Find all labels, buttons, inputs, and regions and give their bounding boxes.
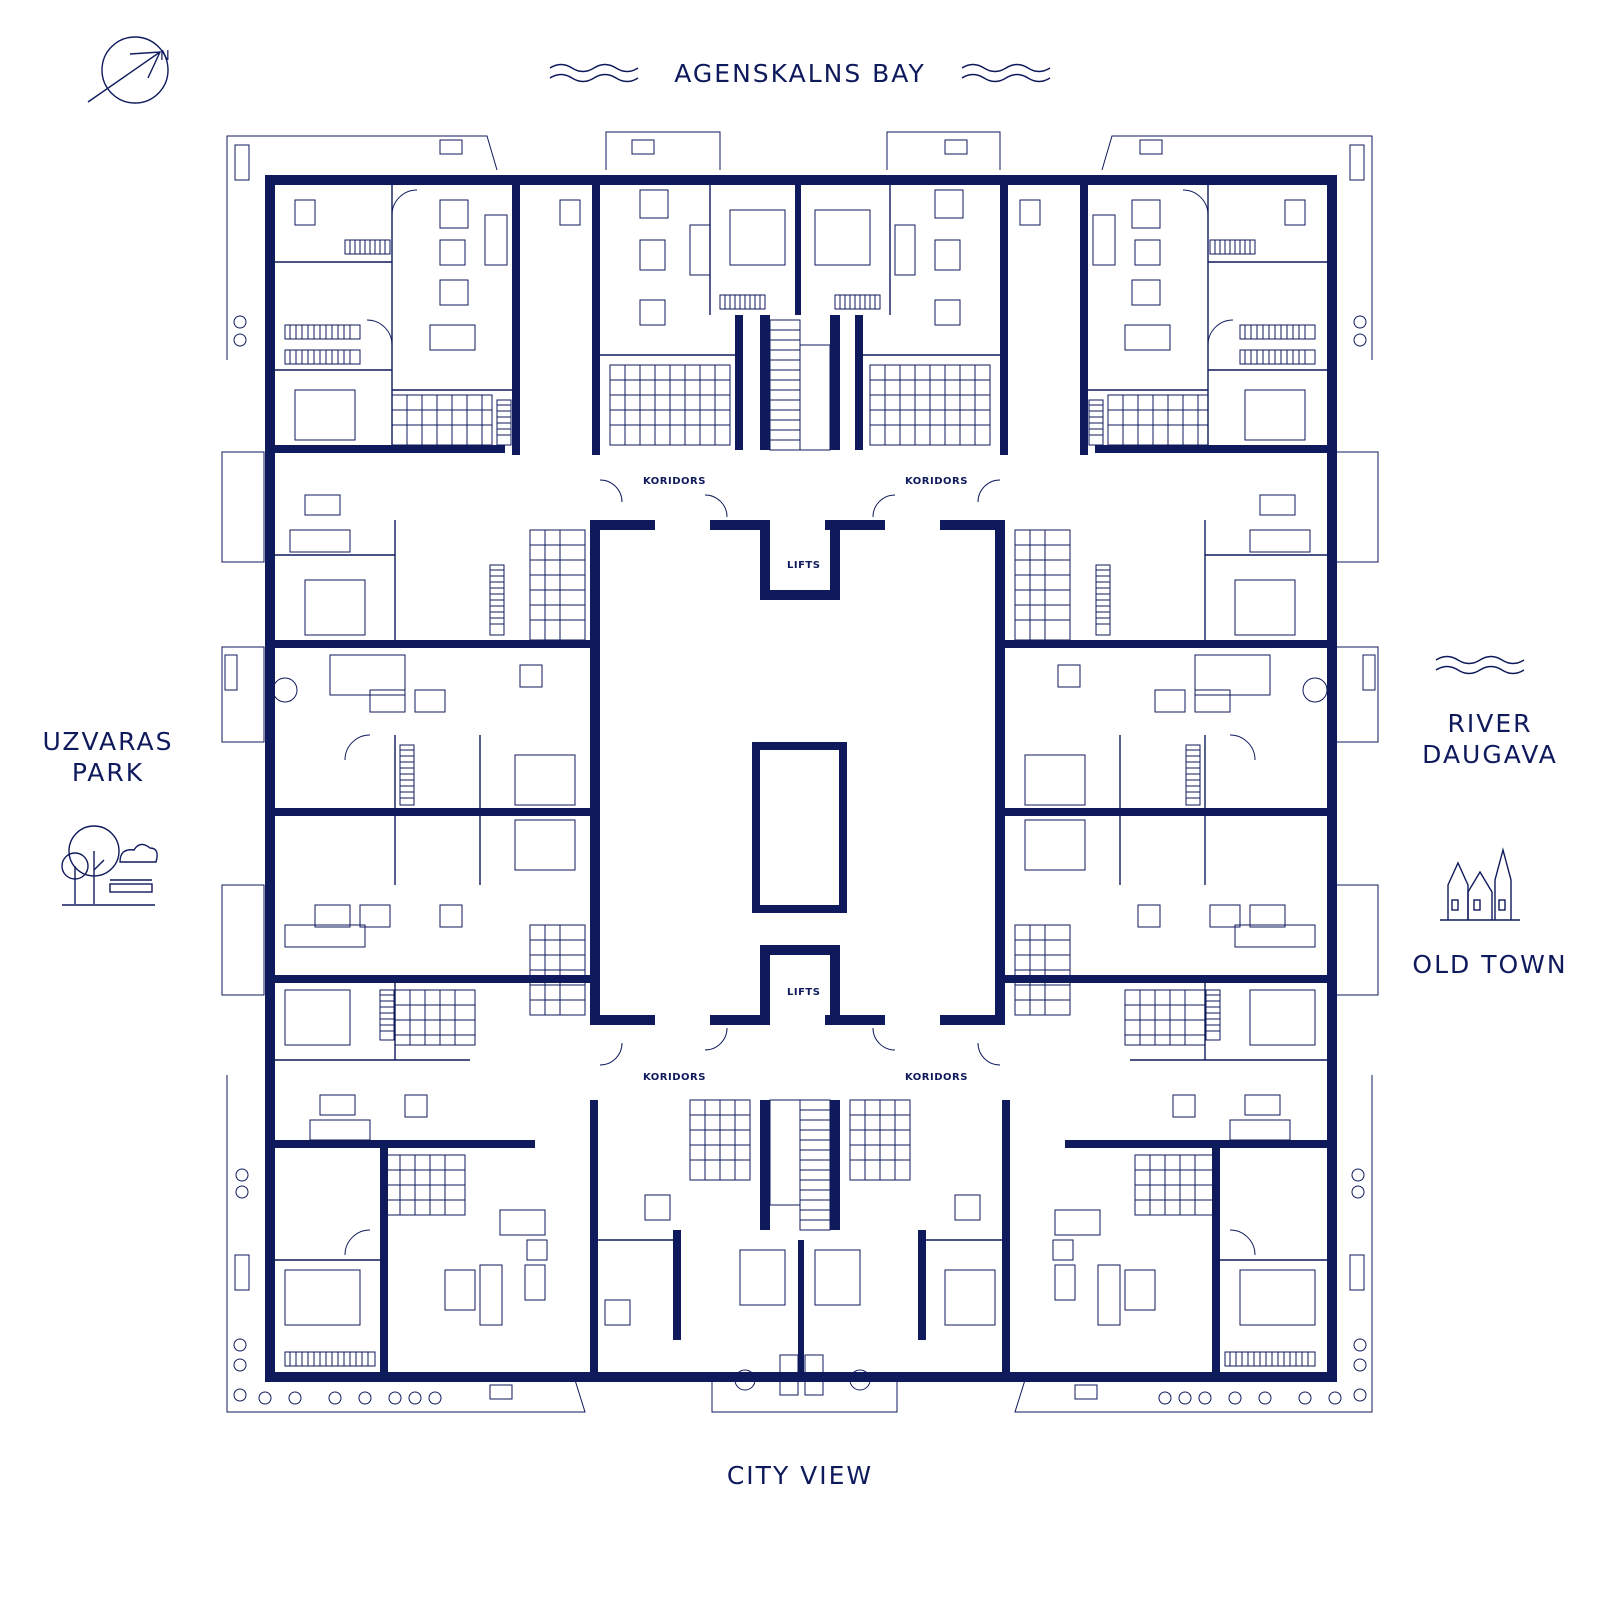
balcony-furniture	[224, 139, 1376, 1400]
park-icon	[61, 825, 158, 906]
label-city-view: CITY VIEW	[726, 1461, 874, 1490]
courtyard-walls	[590, 520, 1005, 1025]
label-old-town: OLD TOWN	[1412, 950, 1568, 979]
label-uzvaras-park: UZVARAS PARK	[28, 726, 188, 788]
old-town-icon	[1440, 847, 1520, 921]
label-river-line1: RIVER	[1447, 709, 1533, 738]
stair-core	[760, 315, 840, 1231]
label-river-line2: DAUGAVA	[1422, 740, 1558, 769]
compass-icon: N	[87, 36, 170, 104]
lifts-label: LIFTS	[787, 560, 820, 571]
outer-walls	[265, 175, 1337, 1382]
greenery	[233, 315, 1367, 1405]
bathroom-tiles	[384, 364, 1216, 1216]
partition-walls	[265, 175, 1337, 1382]
label-uzvaras-line2: PARK	[71, 758, 145, 787]
wave-icon	[1435, 655, 1525, 675]
courtyard-block	[752, 742, 847, 913]
door-swings	[344, 189, 1256, 1256]
corridor-label: KORIDORS	[643, 1072, 706, 1083]
compass-letter: N	[160, 49, 170, 64]
corridor-labels: KORIDORS KORIDORS KORIDORS KORIDORS LIFT…	[643, 476, 968, 1083]
terrace-outline	[221, 131, 1379, 1413]
corridor-label: KORIDORS	[643, 476, 706, 487]
label-uzvaras-line1: UZVARAS	[42, 727, 174, 756]
furniture	[272, 189, 1328, 1396]
corridor-label: KORIDORS	[905, 1072, 968, 1083]
wardrobes	[284, 239, 1316, 1367]
lifts-label: LIFTS	[787, 987, 820, 998]
label-river-daugava: RIVER DAUGAVA	[1400, 708, 1580, 770]
stair-treads	[770, 329, 830, 1221]
corridor-label: KORIDORS	[905, 476, 968, 487]
wave-icon	[549, 63, 639, 83]
label-agenskalns-bay: AGENSKALNS BAY	[674, 59, 926, 88]
interior-walls	[275, 185, 1327, 1261]
wave-icon	[961, 63, 1051, 83]
